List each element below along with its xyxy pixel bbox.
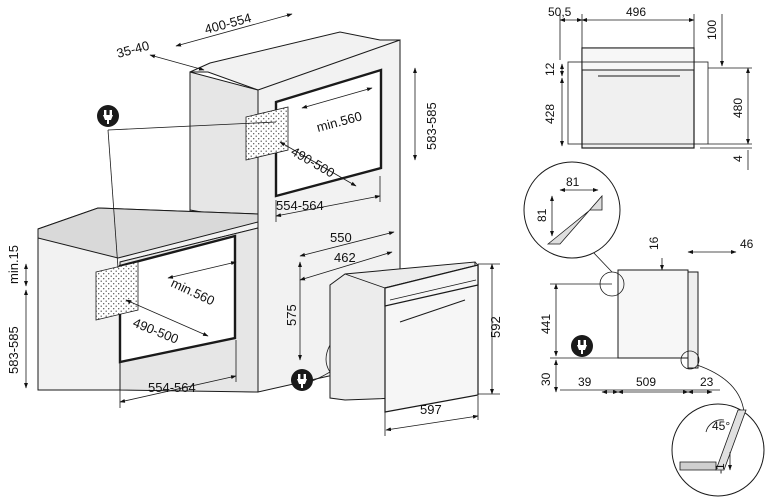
dim-oven-depth-body: 462 xyxy=(334,250,356,265)
plug-icon xyxy=(291,369,313,391)
dim-side-front: 39 xyxy=(578,375,592,389)
front-view xyxy=(559,14,752,170)
dim-detail-step: -1 xyxy=(713,463,727,474)
plug-icon xyxy=(571,335,593,357)
dim-oven-width-front: 597 xyxy=(420,402,442,417)
side-view xyxy=(550,229,745,413)
dim-lines xyxy=(24,13,500,436)
dim-oven-depth-total: 550 xyxy=(330,230,352,245)
plug-icon xyxy=(97,105,119,127)
dim-side-door: 23 xyxy=(700,375,714,389)
detail-door xyxy=(671,403,765,497)
dim-side-top-gap: 16 xyxy=(647,236,661,250)
dim-side-rear: 46 xyxy=(740,237,754,251)
detail-corner xyxy=(523,161,621,259)
dim-front-panel: 12 xyxy=(543,62,557,76)
dim-detail-angle: 45° xyxy=(712,419,730,433)
dim-lower-height: 583-585 xyxy=(6,326,21,374)
dim-front-left-offset: 50,5 xyxy=(548,5,572,19)
dim-side-height: 441 xyxy=(539,314,553,334)
dim-detail-a: 81 xyxy=(566,175,580,189)
dim-side-depth: 509 xyxy=(636,375,656,389)
dim-front-top: 100 xyxy=(705,20,719,40)
dim-front-door: 428 xyxy=(543,104,557,124)
dim-niche-depth: 400-554 xyxy=(203,10,253,37)
dim-oven-height-front: 592 xyxy=(488,316,503,338)
power-cable xyxy=(309,344,331,383)
dim-lower-top-offset: min.15 xyxy=(6,245,21,284)
dim-front-bottom: 4 xyxy=(731,155,745,162)
dim-lower-width: 554-564 xyxy=(148,380,196,395)
dim-niche-height: 583-585 xyxy=(424,102,439,150)
dim-niche-width: 554-564 xyxy=(276,198,324,213)
dim-oven-height-body: 575 xyxy=(284,304,299,326)
oven-body xyxy=(329,261,479,413)
dim-front-height: 480 xyxy=(731,98,745,118)
dim-detail-b: 81 xyxy=(535,208,549,222)
dim-side-base: 30 xyxy=(539,372,553,386)
dim-niche-offset: 35-40 xyxy=(115,38,151,61)
dim-front-width: 496 xyxy=(626,5,646,19)
